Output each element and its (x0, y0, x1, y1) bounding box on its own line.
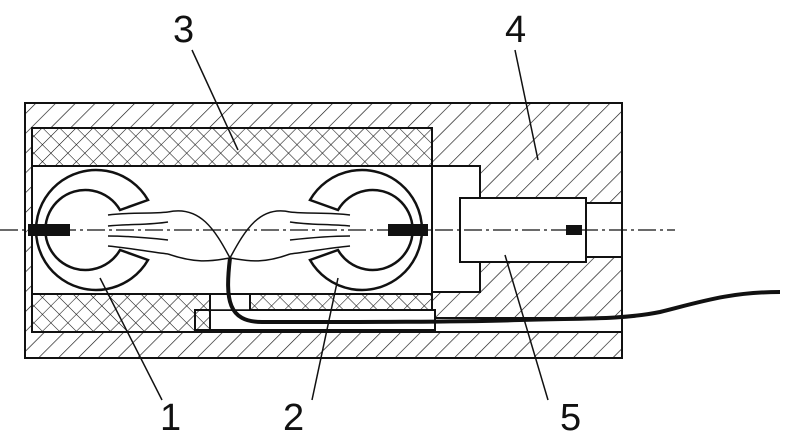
callout-1: 1 (160, 397, 181, 439)
magnet-2 (308, 168, 424, 292)
callout-4: 4 (505, 9, 526, 51)
signal-cable (226, 257, 781, 325)
leader-lines (99, 49, 549, 401)
callout-2: 2 (283, 397, 304, 439)
pole-left (28, 224, 70, 236)
callout-5: 5 (560, 397, 581, 439)
magnet-1 (34, 168, 150, 292)
contact-wires (107, 210, 351, 262)
pole-right (388, 224, 428, 236)
callout-3: 3 (173, 9, 194, 51)
